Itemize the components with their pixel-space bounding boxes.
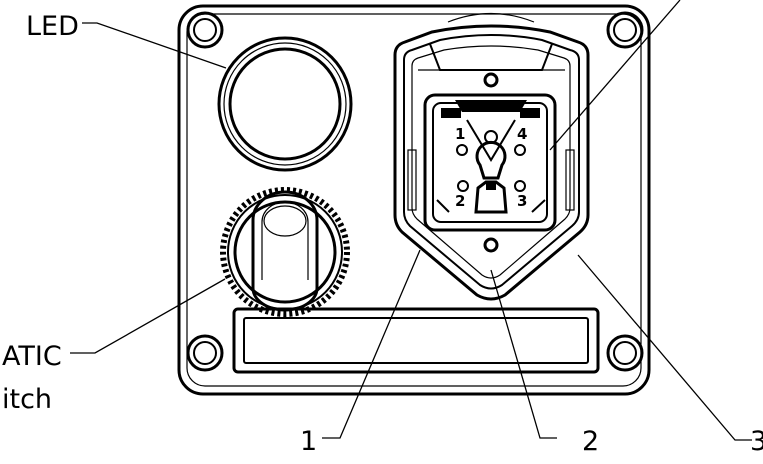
led-indicator [217, 36, 353, 172]
callout-2: 2 [582, 426, 599, 457]
mounting-hole-bottom-right [606, 334, 644, 372]
leader-top-right [549, 0, 681, 151]
connector-pin-labels: 1 4 2 3 [455, 125, 527, 210]
panel-plate [177, 4, 651, 396]
pin-label-4: 4 [517, 125, 527, 143]
led-label: LED [26, 11, 79, 42]
svg-text:· ·: · · [463, 103, 473, 113]
switch-label: itch [2, 384, 52, 415]
leader-lines [70, 0, 752, 441]
pin-label-3: 3 [517, 192, 527, 210]
pin-label-1: 1 [455, 125, 465, 143]
pneumatic-label: ATIC [2, 341, 62, 372]
leader-callout-3 [577, 254, 752, 441]
switch-nut [220, 187, 350, 317]
leader-callout-1 [322, 249, 421, 439]
mounting-hole-bottom-left [186, 334, 224, 372]
connector-face: · · · · [423, 93, 557, 232]
leader-switch [70, 278, 226, 354]
connector-housing [393, 12, 590, 301]
leader-callout-2 [490, 269, 557, 439]
leader-led [82, 22, 227, 69]
pin-label-2: 2 [455, 192, 465, 210]
mounting-hole-top-right [606, 11, 644, 49]
svg-text:· ·: · · [510, 103, 520, 113]
mounting-hole-top-left [186, 11, 224, 49]
switch-lever [251, 190, 319, 312]
callout-3: 3 [750, 426, 763, 457]
callout-1: 1 [300, 426, 317, 457]
label-plate [232, 307, 600, 374]
